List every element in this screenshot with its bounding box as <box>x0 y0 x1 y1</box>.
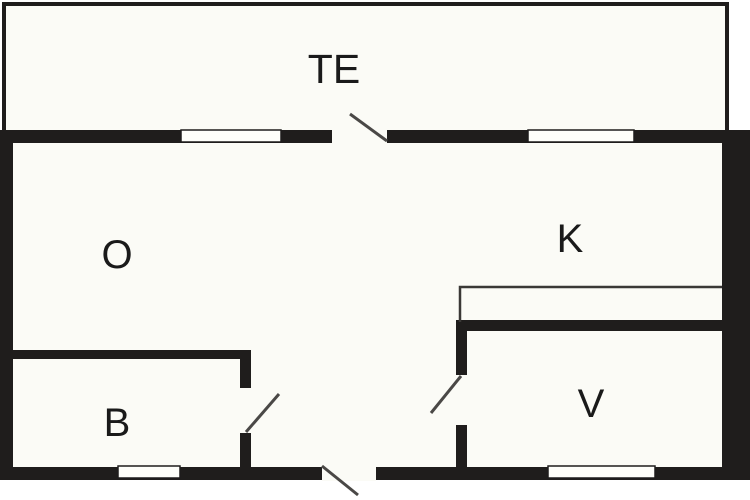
room-terrace <box>2 2 729 134</box>
room-label-living: O <box>101 233 132 277</box>
fixtures <box>458 285 722 322</box>
door-bathroom-swing <box>244 393 281 433</box>
terrace-floor <box>2 2 729 134</box>
door-bathroom-opening <box>239 388 252 433</box>
interior-floor <box>13 143 722 467</box>
door-entry-bottom-swing <box>321 464 359 497</box>
room-label-kitchen: K <box>557 217 584 261</box>
door-utility-opening <box>455 375 468 425</box>
window-bottom-right <box>547 465 656 479</box>
doors <box>239 112 468 497</box>
building-envelope <box>0 130 750 480</box>
kitchen-counter-outline <box>458 285 722 322</box>
room-label-bathroom: B <box>104 401 131 445</box>
door-terrace-to-living[interactable] <box>332 112 388 143</box>
door-utility[interactable] <box>429 375 468 425</box>
door-bathroom[interactable] <box>239 388 281 433</box>
window-bottom-left <box>117 465 181 479</box>
door-entry-bottom[interactable] <box>321 464 376 497</box>
room-labels: TE O K B V <box>101 46 604 445</box>
room-label-utility: V <box>578 382 605 426</box>
wall-utility-top <box>456 320 722 331</box>
door-utility-swing <box>429 375 463 414</box>
windows <box>117 129 656 479</box>
window-top-right <box>527 129 635 143</box>
room-label-terrace: TE <box>308 46 360 92</box>
door-terrace-to-living-swing <box>349 112 388 143</box>
window-top-left <box>180 129 282 143</box>
wall-bathroom-top <box>13 350 251 359</box>
